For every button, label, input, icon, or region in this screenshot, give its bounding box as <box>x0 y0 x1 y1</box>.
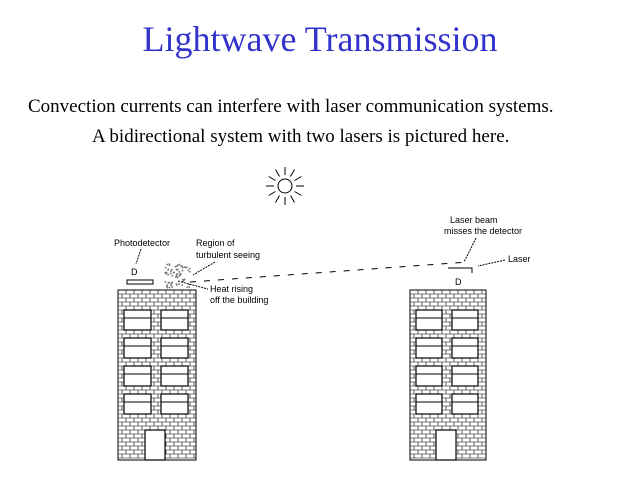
window <box>415 365 443 387</box>
heat-label-2: off the building <box>210 295 268 305</box>
right-detector-label: D <box>455 277 462 287</box>
beam-label-2: misses the detector <box>444 226 522 236</box>
region-label-1: Region of <box>196 238 235 248</box>
window <box>123 393 152 415</box>
turbulence-region <box>164 263 191 289</box>
window <box>123 365 152 387</box>
sun-icon <box>266 167 304 205</box>
window <box>451 309 479 331</box>
window <box>160 365 189 387</box>
window <box>415 337 443 359</box>
region-label-2: turbulent seeing <box>196 250 260 260</box>
window <box>451 393 479 415</box>
left-detector-label: D <box>131 267 138 277</box>
window <box>123 337 152 359</box>
body-text-line-2: A bidirectional system with two lasers i… <box>92 126 510 147</box>
window <box>451 337 479 359</box>
left-building <box>117 289 197 461</box>
window <box>160 337 189 359</box>
right-laser-mount <box>448 267 473 273</box>
door <box>144 429 166 461</box>
window <box>415 309 443 331</box>
left-platform <box>126 279 154 285</box>
window <box>123 309 152 331</box>
laser-label: Laser <box>508 254 531 264</box>
body-text-line-1: Convection currents can interfere with l… <box>28 96 554 117</box>
door <box>435 429 457 461</box>
window <box>160 393 189 415</box>
laser-beam <box>189 261 469 283</box>
right-building <box>409 289 487 461</box>
window <box>160 309 189 331</box>
window <box>415 393 443 415</box>
beam-label-1: Laser beam <box>450 215 498 225</box>
photodetector-label: Photodetector <box>114 238 170 248</box>
window <box>451 365 479 387</box>
heat-label-1: Heat rising <box>210 284 253 294</box>
slide-title: Lightwave Transmission <box>142 19 498 59</box>
